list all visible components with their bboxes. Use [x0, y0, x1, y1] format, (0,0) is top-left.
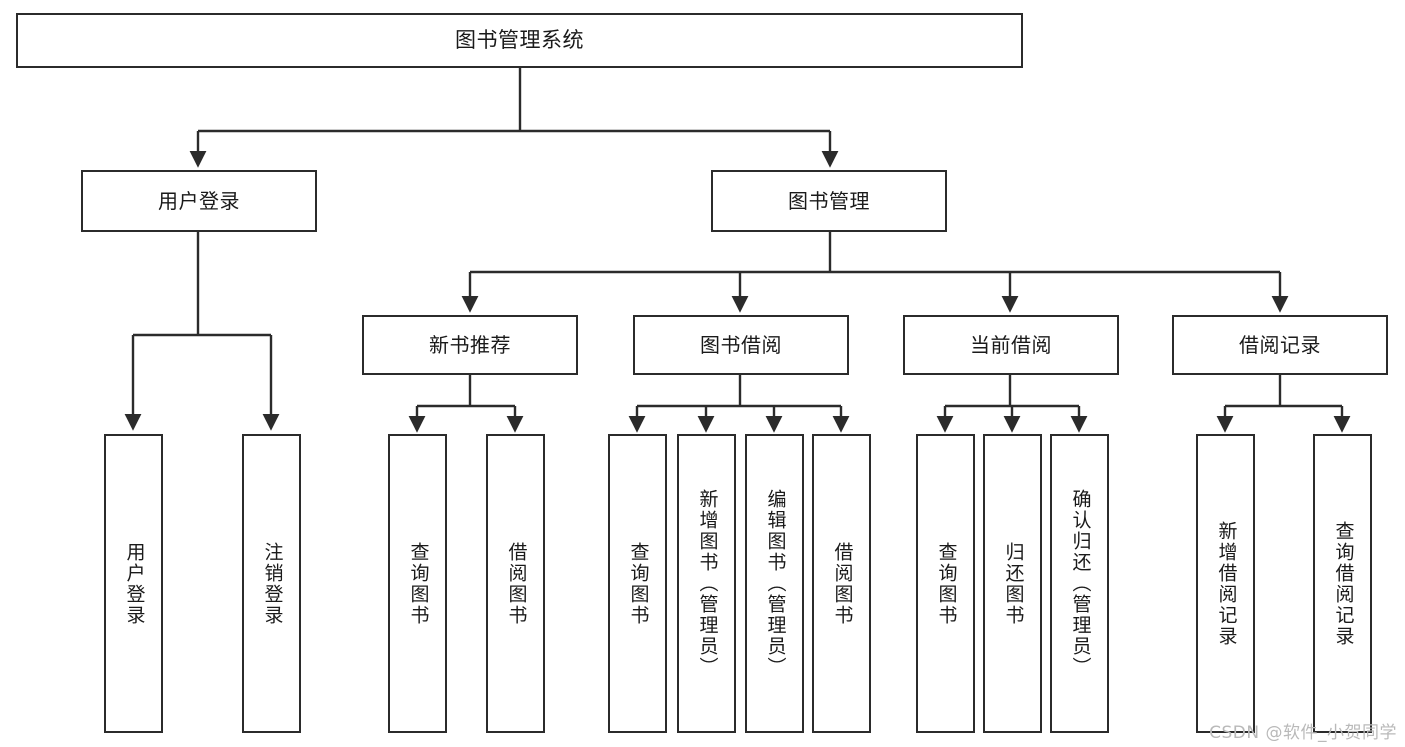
node-label: 当前借阅: [970, 332, 1052, 357]
leaf-borrow-book-recommend[interactable]: 借阅图书: [486, 434, 545, 733]
leaf-confirm-return[interactable]: 确认归还（管理员）: [1050, 434, 1109, 733]
leaf-add-book[interactable]: 新增图书（管理员）: [677, 434, 736, 733]
node-current-borrow[interactable]: 当前借阅: [903, 315, 1119, 375]
node-label: 图书管理系统: [455, 28, 584, 53]
node-label: 借阅记录: [1239, 332, 1321, 357]
leaf-return-book[interactable]: 归还图书: [983, 434, 1042, 733]
node-label: 编辑图书（管理员）: [764, 489, 787, 678]
node-label: 注销登录: [261, 541, 284, 626]
leaf-user-login[interactable]: 用户登录: [104, 434, 163, 733]
node-label: 借阅图书: [831, 541, 854, 626]
leaf-query-book-borrow[interactable]: 查询图书: [608, 434, 667, 733]
node-new-book-recommend[interactable]: 新书推荐: [362, 315, 578, 375]
node-book-management[interactable]: 图书管理: [711, 170, 947, 232]
node-label: 图书借阅: [700, 332, 782, 357]
node-label: 借阅图书: [505, 541, 528, 626]
leaf-borrow-book[interactable]: 借阅图书: [812, 434, 871, 733]
node-label: 查询借阅记录: [1332, 520, 1355, 647]
node-book-borrow[interactable]: 图书借阅: [633, 315, 849, 375]
leaf-add-borrow-record[interactable]: 新增借阅记录: [1196, 434, 1255, 733]
node-root-book-management-system[interactable]: 图书管理系统: [16, 13, 1023, 68]
node-label: 用户登录: [123, 541, 146, 626]
csdn-watermark: CSDN @软件_小贺同学: [1209, 723, 1397, 743]
node-label: 图书管理: [788, 188, 870, 213]
node-label: 新增图书（管理员）: [696, 489, 719, 678]
node-label: 确认归还（管理员）: [1069, 489, 1092, 678]
node-label: 新书推荐: [429, 332, 511, 357]
node-label: 归还图书: [1002, 541, 1025, 626]
leaf-query-borrow-record[interactable]: 查询借阅记录: [1313, 434, 1372, 733]
node-label: 查询图书: [407, 541, 430, 626]
node-label: 新增借阅记录: [1215, 520, 1238, 647]
leaf-edit-book[interactable]: 编辑图书（管理员）: [745, 434, 804, 733]
node-label: 查询图书: [627, 541, 650, 626]
leaf-query-book-current[interactable]: 查询图书: [916, 434, 975, 733]
node-label: 用户登录: [158, 188, 240, 213]
leaf-query-book-recommend[interactable]: 查询图书: [388, 434, 447, 733]
node-user-login[interactable]: 用户登录: [81, 170, 317, 232]
leaf-logout[interactable]: 注销登录: [242, 434, 301, 733]
node-label: 查询图书: [935, 541, 958, 626]
node-borrow-record[interactable]: 借阅记录: [1172, 315, 1388, 375]
